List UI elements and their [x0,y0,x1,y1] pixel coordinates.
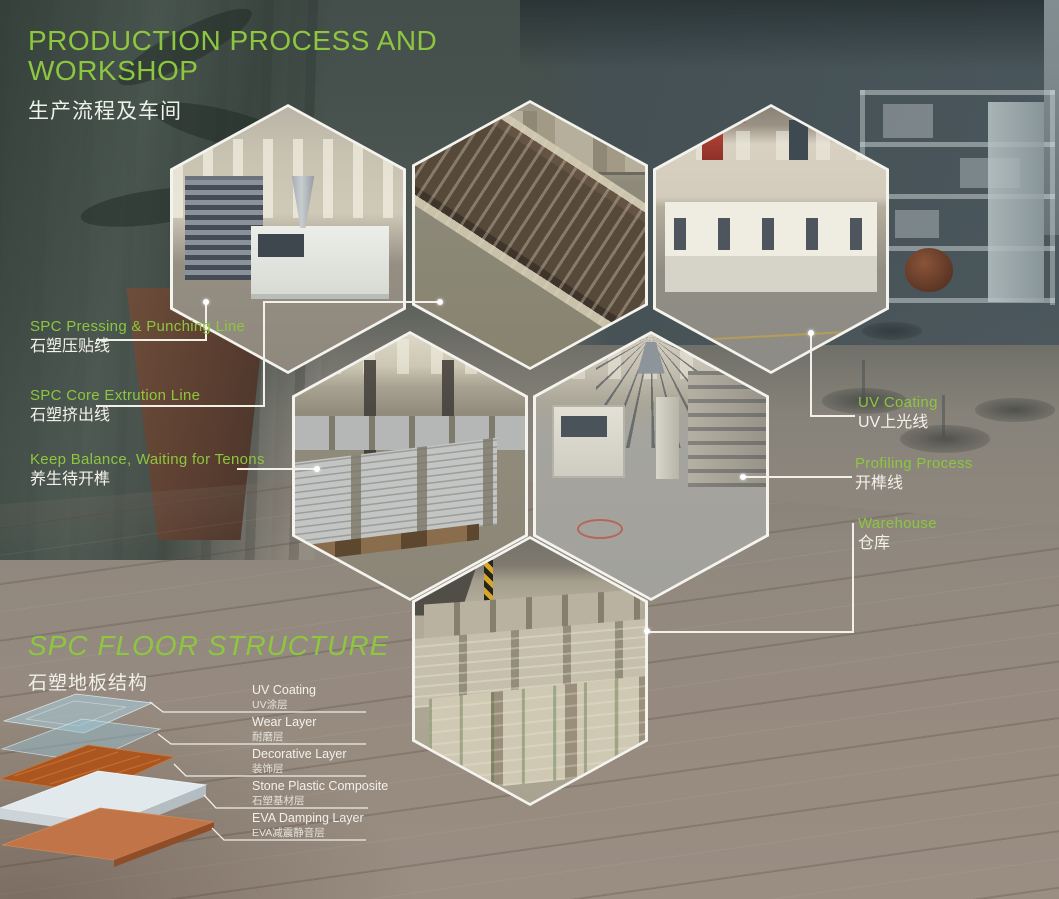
page-title-line2: WORKSHOP [28,55,199,86]
callout-anchor-balance [314,466,320,472]
label-keep-balance: Keep Balance, Waiting for Tenons 养生待开榫 [30,451,265,490]
label-pressing-line-zh: 石塑压贴线 [30,338,111,356]
label-profiling-zh: 开榫线 [855,475,904,493]
structure-line-wear [157,733,366,745]
structure-label-wear: Wear Layer 耐磨层 [252,715,317,743]
floor-cable [577,518,623,539]
structure-label-core: Stone Plastic Composite 石塑基材层 [252,779,389,807]
structure-label-eva: EVA Damping Layer EVA减震静音层 [252,811,364,839]
structure-line-core [203,794,368,809]
callout-anchor-warehouse [644,628,650,634]
floor-structure-diagram [0,693,368,867]
page-title: PRODUCTION PROCESS AND WORKSHOP 生产流程及车间 [28,26,437,125]
label-pressing-line: SPC Pressing & Punching Line 石塑压贴线 [30,318,245,357]
glass-stool [975,398,1055,422]
label-warehouse-zh: 仓库 [858,535,891,553]
callout-anchor-profiling [740,474,746,480]
layer-eva-side [114,822,214,867]
callout-line-uv [810,333,812,417]
structure-title-en: SPC FLOOR STRUCTURE [28,630,390,661]
hex-photo-panel-stacks [292,331,528,601]
structure-line-uv [149,701,366,713]
callout-line-uv [810,415,855,417]
structure-label-decorative-zh: 装饰层 [252,762,284,775]
label-extrusion-line: SPC Core Extrution Line 石塑挤出线 [30,387,200,426]
hazard-stripe-column [484,560,494,608]
hex-photo-extrusion-conveyor [412,100,648,370]
structure-label-wear-zh: 耐磨层 [252,730,284,743]
hex-photo-warehouse [412,536,648,806]
machine-rollers [674,217,868,250]
structure-line-decorative [173,763,366,777]
showroom-ceiling [520,0,1059,70]
label-keep-balance-zh: 养生待开榫 [30,471,111,489]
cabinet-window [561,415,608,437]
label-profiling-en: Profiling Process [855,455,973,472]
label-keep-balance-en: Keep Balance, Waiting for Tenons [30,451,265,468]
page-subtitle-zh: 生产流程及车间 [28,100,182,123]
roller-stack-machine [184,175,263,280]
label-extrusion-line-zh: 石塑挤出线 [30,407,111,425]
callout-line-extrusion [263,301,439,303]
callout-line-extrusion [96,405,265,407]
structure-label-wear-en: Wear Layer [252,715,317,729]
white-cabinet [988,102,1044,302]
glass-stool [900,425,990,453]
callout-line-warehouse [647,631,854,633]
label-uv-coating: UV Coating UV上光线 [858,394,938,433]
callout-line-balance [237,468,316,470]
stool-leg [862,360,865,400]
hanging-banner [789,120,808,160]
shelf-item [895,210,939,238]
control-panel [258,233,305,258]
brown-vase [905,248,953,292]
callout-anchor-extrusion [437,299,443,305]
callout-line-extrusion [263,301,265,407]
page-title-line1: PRODUCTION PROCESS AND [28,25,438,56]
hex-photo-pressing-line [170,104,406,374]
callout-line-pressing [205,302,207,341]
glass-stool [862,322,922,340]
callout-line-pressing [96,339,206,341]
structure-label-core-en: Stone Plastic Composite [252,779,389,793]
structure-label-eva-zh: EVA减震静音层 [252,826,325,839]
electrical-cabinet [655,397,679,480]
label-warehouse: Warehouse 仓库 [858,515,937,554]
structure-label-uv: UV Coating UV涂层 [252,683,316,711]
structure-label-uv-zh: UV涂层 [252,698,288,711]
structure-label-eva-en: EVA Damping Layer [252,811,364,825]
structure-label-uv-en: UV Coating [252,683,316,697]
structure-section-title: SPC FLOOR STRUCTURE 石塑地板结构 [28,630,389,695]
callout-anchor-uv [808,330,814,336]
callout-line-warehouse [852,523,854,633]
callout-line-profiling [744,476,852,478]
label-uv-coating-zh: UV上光线 [858,414,929,432]
shelf-item [883,104,933,138]
label-uv-coating-en: UV Coating [858,394,938,411]
structure-label-core-zh: 石塑基材层 [252,794,305,807]
panel-stacks-photo [295,334,525,598]
structure-title-zh: 石塑地板结构 [28,673,149,694]
structure-label-decorative: Decorative Layer 装饰层 [252,747,347,775]
label-pressing-line-en: SPC Pressing & Punching Line [30,318,246,335]
label-warehouse-en: Warehouse [858,515,937,532]
pressing-line-photo [173,107,403,371]
wood-grain-streaks [13,748,161,789]
label-extrusion-line-en: SPC Core Extrution Line [30,387,201,404]
structure-line-eva [211,827,366,841]
label-profiling: Profiling Process 开榫线 [855,455,973,494]
callout-anchor-pressing [203,299,209,305]
layer-uv-inner-line [25,700,127,727]
hex-photo-profiling-line [533,331,769,601]
stool-leg [942,395,945,437]
profiling-machine [687,370,766,488]
structure-label-decorative-en: Decorative Layer [252,747,347,761]
